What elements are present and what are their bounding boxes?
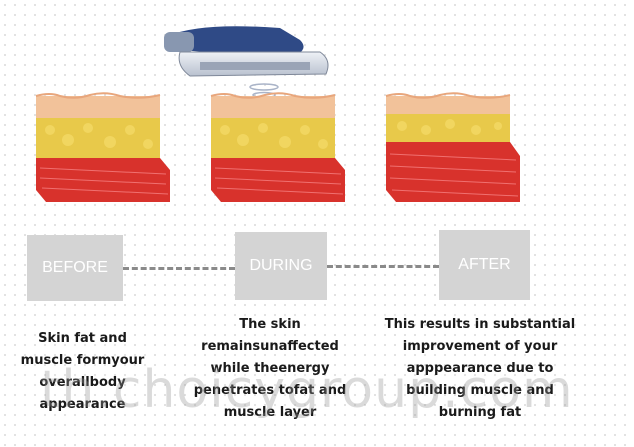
stage-after-box: AFTER: [439, 230, 530, 300]
watermark: th.choicygroup.com: [40, 360, 574, 420]
stage-after-description: This results in substantial improvement …: [384, 317, 576, 420]
stage-during-label: DURING: [249, 257, 313, 274]
stage-during-box: DURING: [235, 232, 327, 300]
stage-before-label: BEFORE: [42, 259, 108, 276]
stage-before-box: BEFORE: [27, 235, 123, 301]
tissue-block-icon: [35, 92, 170, 202]
tissue-block-icon: [385, 92, 520, 202]
handheld-device-icon: [164, 26, 329, 77]
connector-before-during: [123, 267, 235, 270]
stage-before-description: Skin fat and muscle formyour overallbody…: [20, 331, 145, 412]
stage-during-description: The skin remainsunaffected while theener…: [193, 317, 347, 420]
tissue-block-icon: [210, 92, 345, 202]
connector-during-after: [327, 265, 439, 268]
stage-after-label: AFTER: [458, 256, 511, 273]
